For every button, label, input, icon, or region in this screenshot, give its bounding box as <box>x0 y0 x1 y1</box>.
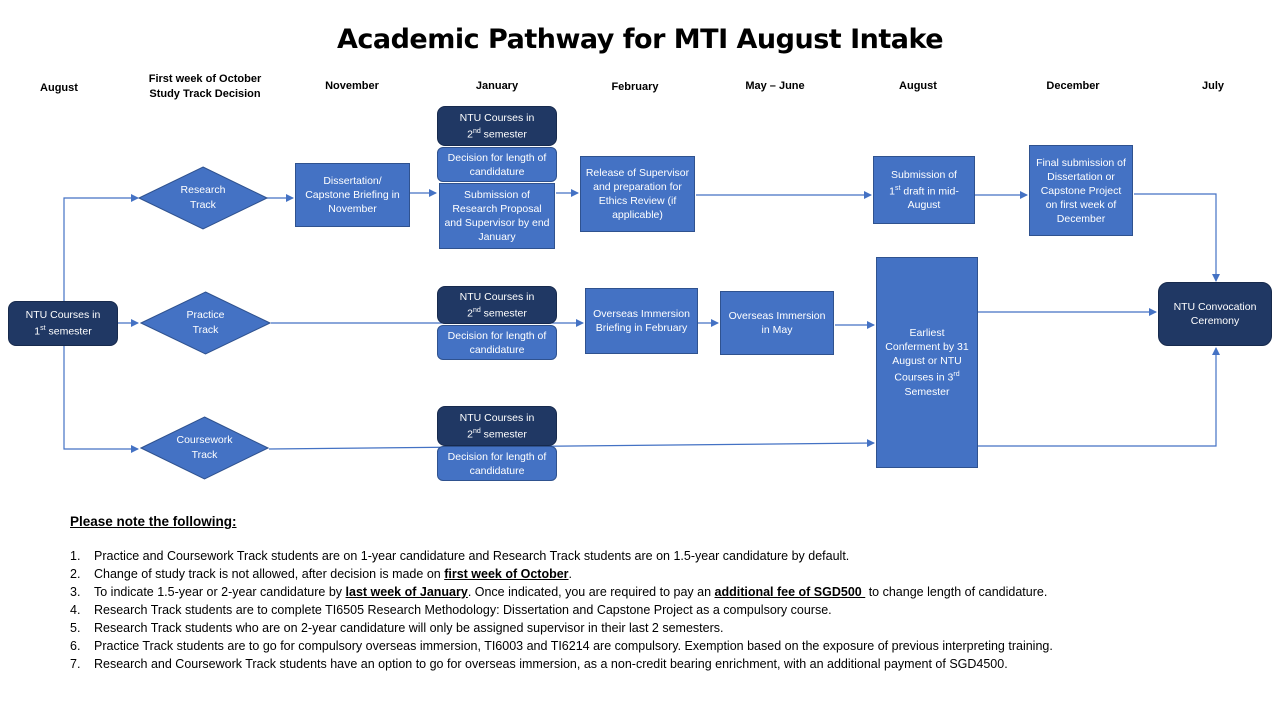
node-dissertation-briefing: Dissertation/ Capstone Briefing in Novem… <box>295 163 410 227</box>
coursework-track-label1: Coursework <box>176 434 233 446</box>
notes-heading: Please note the following: <box>70 514 237 529</box>
research-track-diamond-shape <box>138 166 268 230</box>
coursework-track-label2: Track <box>191 449 218 461</box>
arrow-sem1-to-research <box>63 194 139 301</box>
arrow-sem1-to-coursework <box>63 346 139 453</box>
research-track-label2: Track <box>190 199 216 211</box>
col-october-line1: First week of October <box>148 73 262 85</box>
node-overseas-briefing: Overseas Immersion Briefing in February <box>585 288 698 354</box>
col-july: July <box>1201 80 1224 92</box>
arrow-coursework-to-conferment <box>268 439 875 450</box>
practice-track-diamond-shape <box>140 291 271 355</box>
col-october: First week of October Study Track Decisi… <box>135 72 275 102</box>
practice-track-label1: Practice <box>186 309 225 321</box>
note-item-1: 1.Practice and Coursework Track students… <box>70 549 850 563</box>
research-track-label1: Research <box>180 184 226 196</box>
arrow-final-to-convocation <box>1134 193 1220 282</box>
col-january: January <box>475 80 519 92</box>
arrow-coursework-to-convocation <box>978 347 1220 447</box>
node-decision-length-practice: Decision for length of candidature <box>437 325 557 360</box>
node-convocation: NTU Convocation Ceremony <box>1158 282 1272 346</box>
note-item-5: 5.Research Track students who are on 2-y… <box>70 621 724 635</box>
col-october-line2: Study Track Decision <box>149 88 261 100</box>
col-february: February <box>611 81 659 93</box>
col-november: November <box>325 80 379 92</box>
page-title: Academic Pathway for MTI August Intake <box>336 24 944 55</box>
note-item-6: 6.Practice Track students are to go for … <box>70 639 1053 653</box>
node-overseas-may: Overseas Immersion in May <box>720 291 834 355</box>
node-decision-length-coursework: Decision for length of candidature <box>437 446 557 481</box>
col-august-2: August <box>899 80 937 92</box>
coursework-track-diamond-shape <box>140 416 269 480</box>
node-submission-proposal: Submission of Research Proposal and Supe… <box>439 183 555 249</box>
note-item-4: 4.Research Track students are to complet… <box>70 603 832 617</box>
node-decision-length-research: Decision for length of candidature <box>437 147 557 182</box>
col-december: December <box>1046 80 1100 92</box>
col-may-june: May – June <box>745 80 805 92</box>
notes-section: Please note the following: 1.Practice an… <box>70 514 1053 673</box>
col-august: August <box>40 82 78 94</box>
note-item-7: 7.Research and Coursework Track students… <box>70 657 1008 671</box>
node-release-supervisor: Release of Supervisor and preparation fo… <box>580 156 695 232</box>
node-final-submission: Final submission of Dissertation or Caps… <box>1029 145 1133 236</box>
practice-track-label2: Track <box>192 324 219 336</box>
note-item-2: 2.Change of study track is not allowed, … <box>70 567 573 581</box>
note-item-3: 3.To indicate 1.5-year or 2-year candida… <box>70 585 1048 599</box>
node-earliest-conferment: Earliest Conferment by 31 August or NTU … <box>876 257 978 468</box>
